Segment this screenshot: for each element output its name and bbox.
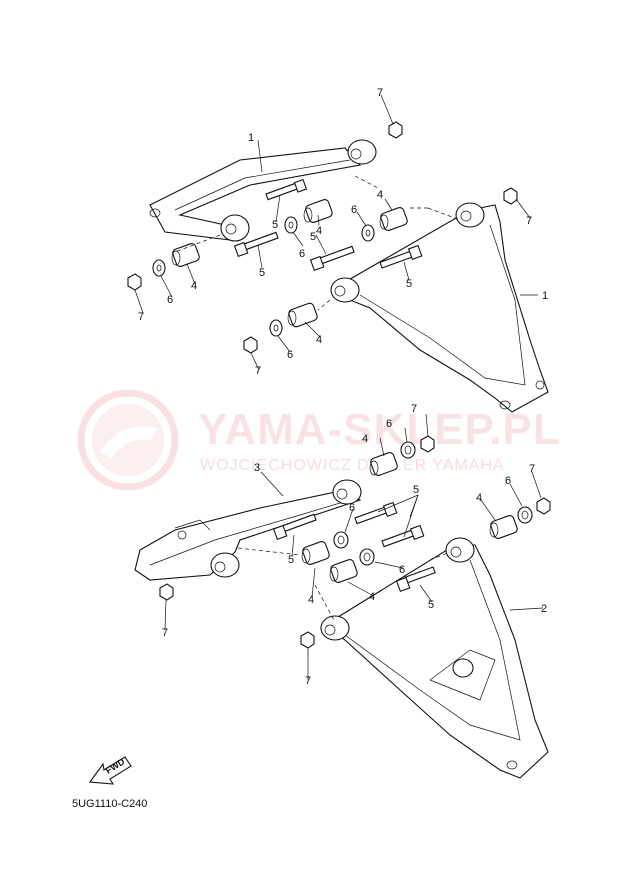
washer-icon xyxy=(269,319,283,337)
watermark-subtitle: WOJCIECHOWICZ DEALER YAMAHA xyxy=(200,457,505,474)
callout-7: 7 xyxy=(526,215,532,227)
callout-4: 4 xyxy=(316,225,322,237)
leader-lines xyxy=(134,94,544,680)
callout-6: 6 xyxy=(167,294,173,306)
callout-6: 6 xyxy=(505,475,511,487)
callout-4: 4 xyxy=(377,189,383,201)
callout-5: 5 xyxy=(288,554,294,566)
callout-6: 6 xyxy=(386,418,392,430)
callout-6: 6 xyxy=(349,502,355,514)
bushing-icon xyxy=(287,302,318,328)
washer-icon xyxy=(284,216,298,234)
callout-4: 4 xyxy=(316,334,322,346)
callout-7: 7 xyxy=(138,311,144,323)
bolt-icon xyxy=(379,244,423,269)
callout-7: 7 xyxy=(377,87,383,99)
diagram-code: 5UG1110-C240 xyxy=(72,798,147,810)
fwd-arrow-icon xyxy=(88,756,132,785)
callout-7: 7 xyxy=(305,675,311,687)
callout-4: 4 xyxy=(476,492,482,504)
callout-1: 1 xyxy=(248,132,254,144)
callout-1: 1 xyxy=(542,290,548,302)
washer-icon xyxy=(152,259,166,277)
callouts: 1 1 2 3 4 4 4 4 4 4 4 4 5 5 5 5 5 5 5 6 … xyxy=(138,87,548,687)
bushing-icon xyxy=(171,243,200,267)
callout-7: 7 xyxy=(529,463,535,475)
bolt-icon xyxy=(265,178,308,201)
nut-icon xyxy=(243,336,258,354)
bushing-icon xyxy=(329,559,358,583)
callout-7: 7 xyxy=(411,403,417,415)
callout-4: 4 xyxy=(362,433,368,445)
upper-arm-left xyxy=(149,139,377,242)
washer-icon xyxy=(400,441,416,459)
callout-5: 5 xyxy=(272,219,278,231)
nut-icon xyxy=(159,583,174,601)
washer-icon xyxy=(333,531,349,549)
nut-icon xyxy=(388,121,403,139)
bolt-icon xyxy=(309,245,355,272)
callout-5: 5 xyxy=(428,599,434,611)
bolt-icon xyxy=(233,231,279,258)
callout-3: 3 xyxy=(254,462,260,474)
watermark: YAMA-SKLEP.PL WOJCIECHOWICZ DEALER YAMAH… xyxy=(77,389,561,491)
washer-icon xyxy=(359,548,375,566)
lower-bolts xyxy=(272,501,436,593)
callout-5: 5 xyxy=(406,278,412,290)
callout-7: 7 xyxy=(255,365,261,377)
watermark-logo-icon xyxy=(77,389,179,491)
nut-icon xyxy=(300,631,315,649)
bolt-icon xyxy=(395,566,436,593)
bushing-icon xyxy=(369,452,398,476)
lower-small-parts xyxy=(159,435,551,649)
lower-arm-right xyxy=(320,537,549,779)
bushing-icon xyxy=(303,199,333,223)
callout-2: 2 xyxy=(541,603,547,615)
washer-icon xyxy=(361,224,375,242)
upper-bolts xyxy=(233,178,423,272)
callout-5: 5 xyxy=(310,231,316,243)
callout-6: 6 xyxy=(399,564,405,576)
nut-icon xyxy=(127,273,142,291)
nut-icon xyxy=(503,187,518,205)
fwd-arrow: FWD xyxy=(88,756,132,785)
watermark-brand: YAMA-SKLEP.PL xyxy=(198,405,561,454)
upper-small-parts xyxy=(127,121,518,354)
bushing-icon xyxy=(379,207,408,231)
nut-icon xyxy=(420,435,435,453)
callout-4: 4 xyxy=(308,594,314,606)
callout-5: 5 xyxy=(413,484,419,496)
callout-4: 4 xyxy=(369,591,375,603)
bolt-icon xyxy=(381,524,425,548)
callout-6: 6 xyxy=(287,349,293,361)
bolt-icon xyxy=(272,513,317,541)
bolt-icon xyxy=(354,501,398,525)
callout-7: 7 xyxy=(162,627,168,639)
bushing-icon xyxy=(489,515,518,539)
washer-icon xyxy=(517,506,533,524)
callout-6: 6 xyxy=(351,204,357,216)
callout-5: 5 xyxy=(259,267,265,279)
nut-icon xyxy=(536,497,551,515)
callout-6: 6 xyxy=(299,248,305,260)
lower-arm-left xyxy=(134,479,362,581)
callout-4: 4 xyxy=(191,280,197,292)
bushing-icon xyxy=(301,541,330,565)
